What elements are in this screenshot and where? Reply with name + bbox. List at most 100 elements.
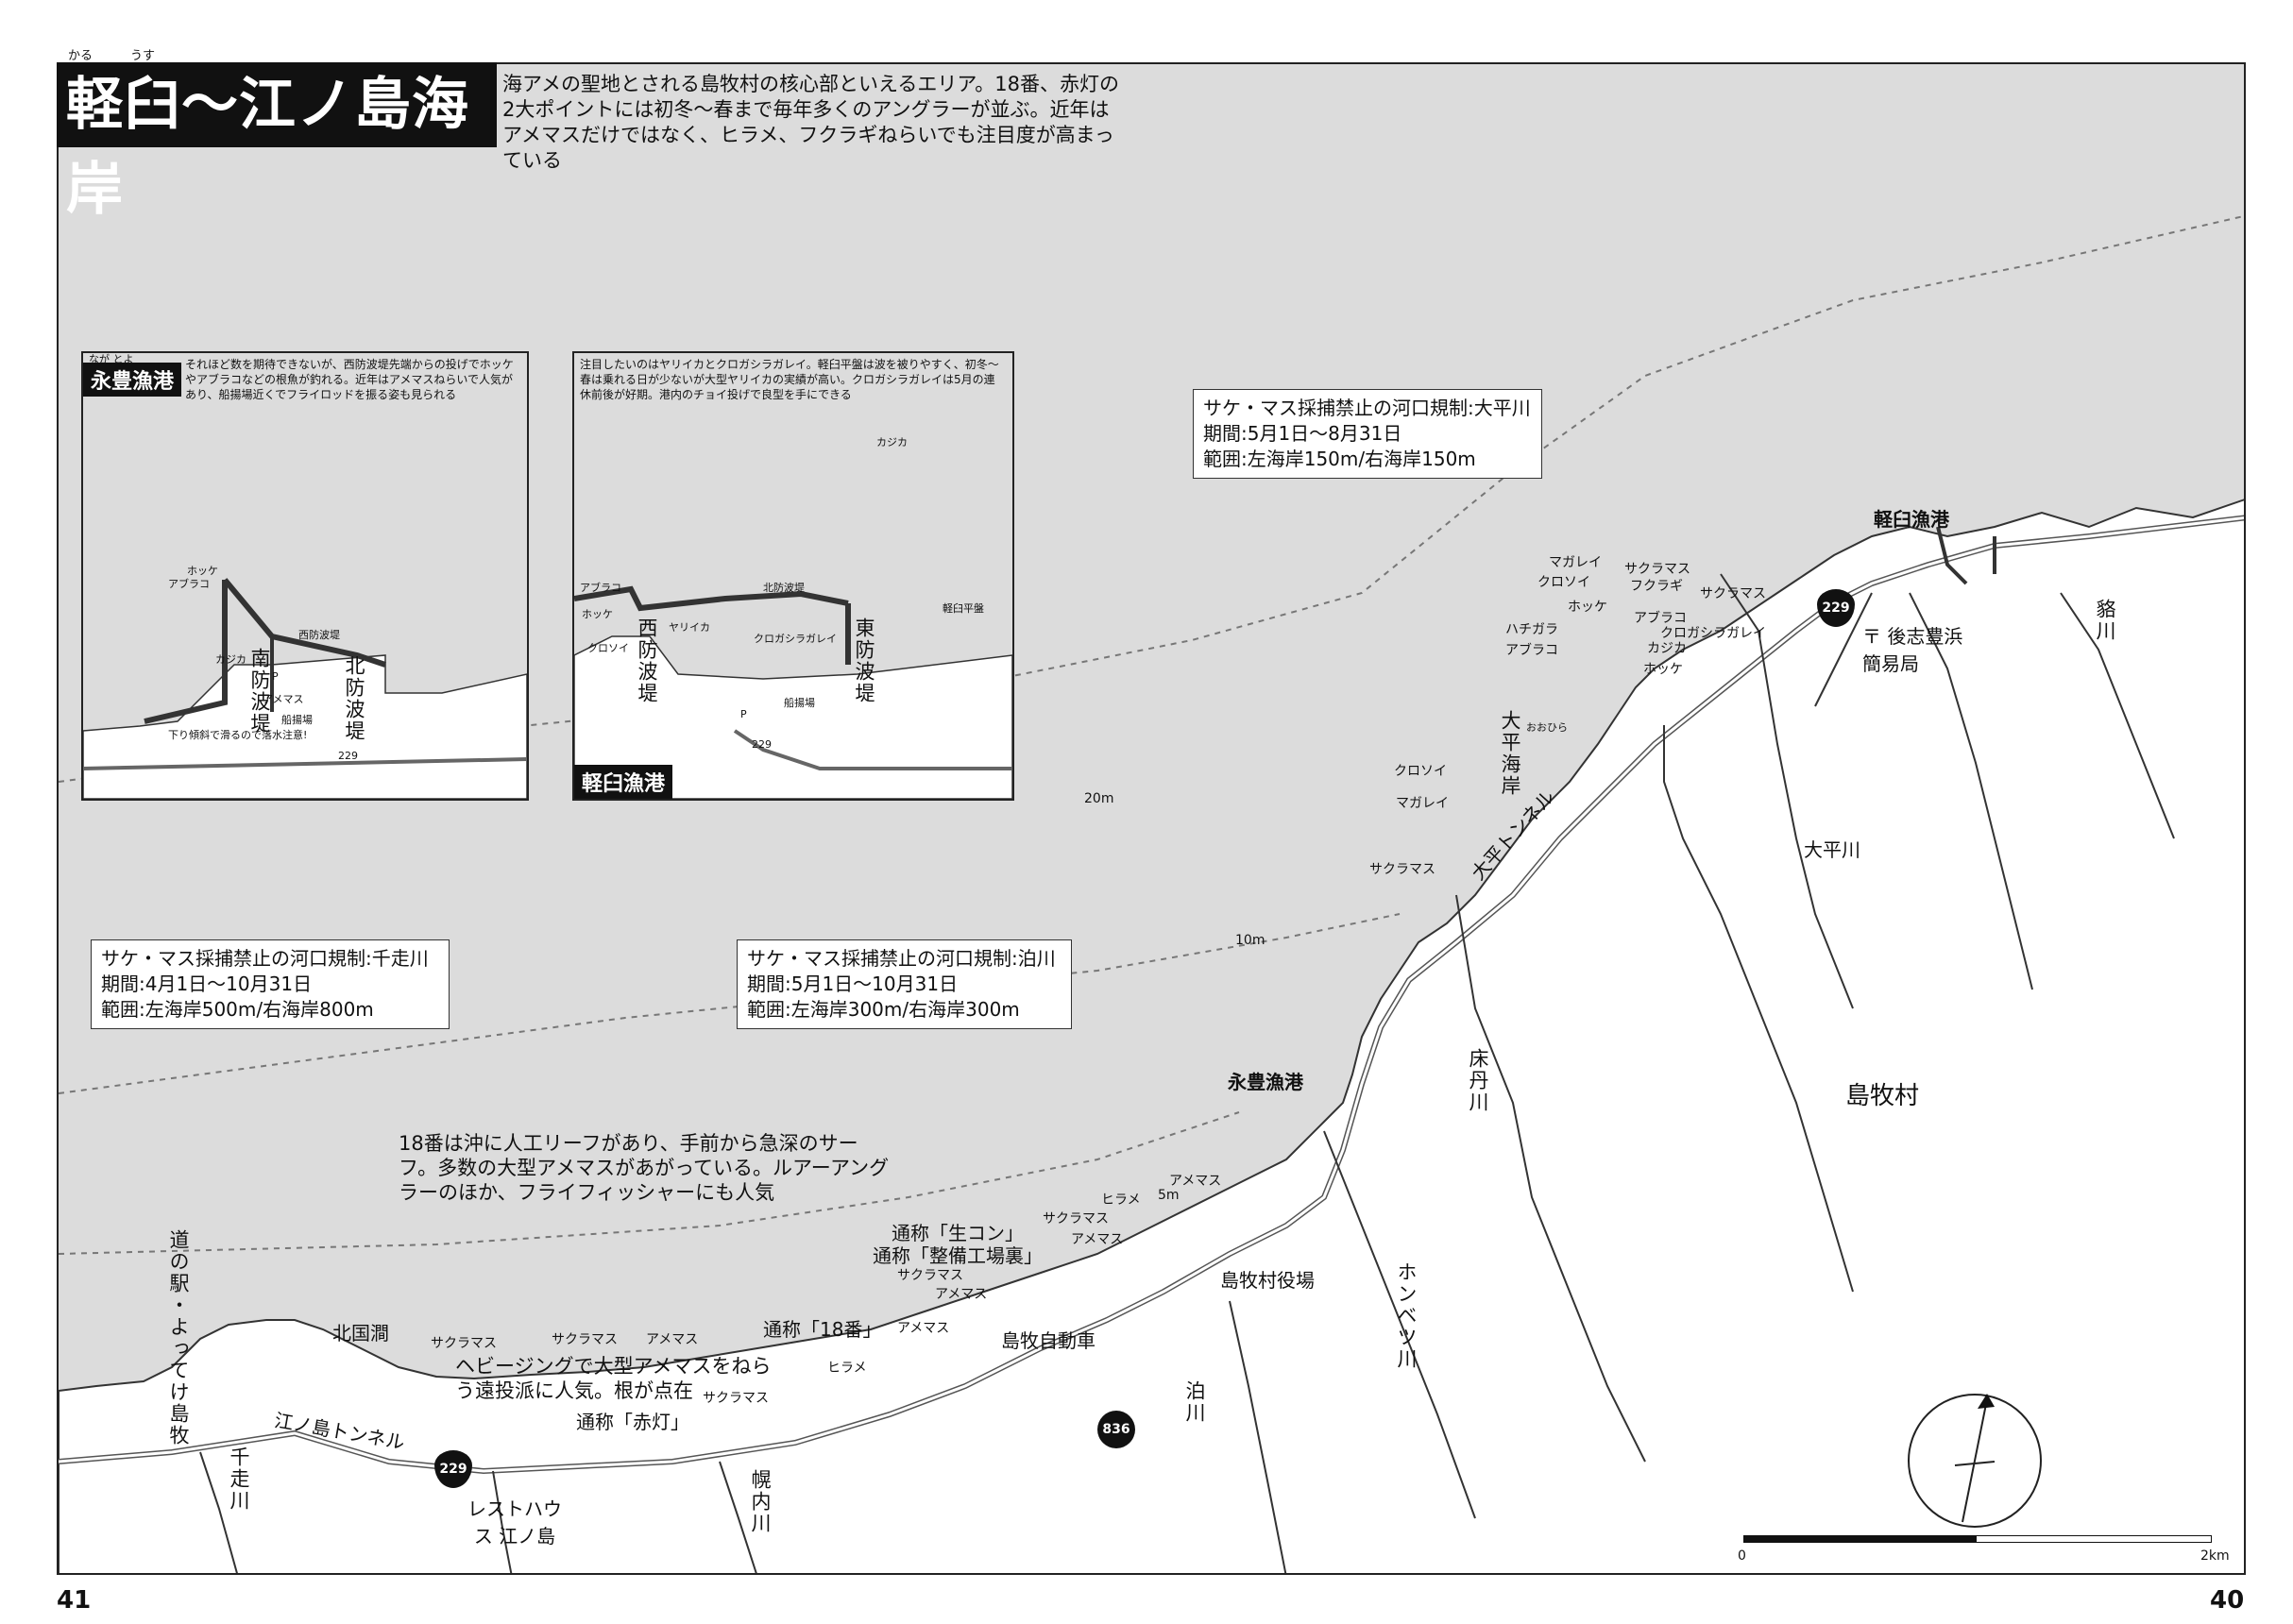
- nickname-seibi: 通称「整備工場裏」: [873, 1244, 1043, 1267]
- ohira-coast-ruby: おおひら: [1526, 721, 1568, 734]
- regulation-tomari-range: 範囲:左海岸300m/右海岸300m: [747, 998, 1020, 1021]
- fish-hokke-2: ホッケ: [1643, 662, 1683, 677]
- garage-label: 島牧自動車: [1001, 1329, 1096, 1352]
- inset-nagatoyo-caption: それほど数を期待できないが、西防波堤先端からの投げでホッケやアブラコなどの根魚が…: [185, 358, 514, 401]
- fish-sakuramasu-7: サクラマス: [552, 1332, 618, 1347]
- title-ruby-karu: かる: [68, 49, 93, 63]
- inset-nagatoyo-slip: 船揚場: [281, 714, 313, 726]
- inset-karuusu-yariika: ヤリイカ: [669, 621, 710, 634]
- karuusu-port-label: 軽臼漁港: [1874, 508, 1949, 531]
- fish-sakuramasu-6: サクラマス: [431, 1336, 497, 1351]
- fish-sakuramasu-4: サクラマス: [1043, 1211, 1109, 1226]
- inset-karuusu-flat: 軽臼平盤: [943, 602, 984, 615]
- inset-nagatoyo-north: 北防波堤: [343, 655, 365, 742]
- fish-hokke-1: ホッケ: [1568, 600, 1607, 615]
- chiwase-river-label: 千走川: [228, 1446, 250, 1512]
- resthouse-label: レストハウス 江ノ島: [467, 1497, 562, 1548]
- honbetsu-river-label: ホンベツ川: [1395, 1261, 1418, 1370]
- route-836-shield: 836: [1097, 1411, 1135, 1448]
- fish-amemasu-1: アメマス: [1169, 1174, 1222, 1189]
- inset-nagatoyo-kajika: カジカ: [215, 653, 246, 666]
- regulation-tomari-period: 期間:5月1日〜10月31日: [747, 973, 959, 995]
- scale-bar-black: [1743, 1535, 1976, 1543]
- inset-karuusu-east: 東防波堤: [853, 617, 875, 704]
- land: [59, 499, 2244, 1573]
- shimamaki-village-label: 島牧村: [1845, 1082, 1920, 1110]
- map-svg: [59, 64, 2244, 1573]
- note-akato: ヘビージングで大型アメマスをねらう遠投派に人気。根が点在: [455, 1355, 772, 1402]
- fish-kurogashira: クロガシラガレイ: [1660, 626, 1766, 641]
- fish-hirame-2: ヒラメ: [827, 1361, 867, 1376]
- fish-magarei-2: マガレイ: [1396, 796, 1449, 811]
- regulation-chitose: サケ・マス採捕禁止の河口規制:千走川 期間:4月1日〜10月31日 範囲:左海岸…: [91, 939, 450, 1029]
- regulation-tomari-title: サケ・マス採捕禁止の河口規制:泊川: [747, 947, 1056, 970]
- inset-karuusu-parking: P: [740, 708, 747, 720]
- depth-10m-label: 10m: [1235, 933, 1265, 948]
- inset-nagatoyo-south: 南防波堤: [248, 648, 271, 735]
- fish-sakuramasu-1: サクラマス: [1624, 562, 1690, 577]
- inset-nagatoyo-route: 229: [338, 750, 358, 762]
- inset-karuusu-kajika: カジカ: [876, 436, 908, 448]
- fish-kajika: カジカ: [1647, 641, 1687, 656]
- depth-20m-label: 20m: [1084, 791, 1114, 806]
- fish-sakuramasu-8: サクラマス: [703, 1391, 769, 1406]
- fish-sakuramasu-3: サクラマス: [1369, 862, 1435, 877]
- goshitoyohama-label: 〒 後志豊浜簡易局: [1862, 625, 1963, 675]
- inset-karuusu: 注目したいのはヤリイカとクロガシラガレイ。軽臼平盤は波を被りやすく、初冬〜春は乗…: [572, 351, 1014, 801]
- inset-karuusu-slip: 船揚場: [784, 697, 815, 709]
- fish-amemasu-2: アメマス: [1071, 1232, 1124, 1247]
- scale-zero: 0: [1738, 1548, 1746, 1564]
- fish-fukuragi: フクラギ: [1630, 579, 1683, 594]
- rakko-river-label: 貉川: [2094, 599, 2116, 642]
- inset-karuusu-hokke: ホッケ: [582, 608, 613, 620]
- michinoeki-label: 道の駅・よってけ島牧: [167, 1229, 190, 1446]
- fish-magarei-1: マガレイ: [1549, 555, 1602, 570]
- regulation-ohira-title: サケ・マス採捕禁止の河口規制:大平川: [1203, 397, 1531, 419]
- scale-two: 2km: [2200, 1548, 2230, 1564]
- ohira-river-label: 大平川: [1804, 838, 1860, 861]
- depth-20m-line: [59, 214, 2244, 783]
- regulation-chitose-range: 範囲:左海岸500m/右海岸800m: [101, 998, 374, 1021]
- inset-karuusu-west: 西防波堤: [636, 617, 658, 704]
- inset-karuusu-caption: 注目したいのはヤリイカとクロガシラガレイ。軽臼平盤は波を被りやすく、初冬〜春は乗…: [580, 358, 999, 401]
- horonai-river-label: 幌内川: [749, 1469, 772, 1534]
- depth-5m-line: [59, 1111, 1240, 1255]
- inset-nagatoyo-hokke: ホッケ: [187, 565, 218, 577]
- inset-karuusu-route: 229: [752, 738, 772, 751]
- regulation-ohira: サケ・マス採捕禁止の河口規制:大平川 期間:5月1日〜8月31日 範囲:左海岸1…: [1193, 389, 1542, 479]
- fish-amemasu-5: アメマス: [646, 1332, 699, 1347]
- note-18: 18番は沖に人工リーフがあり、手前から急深のサーフ。多数の大型アメマスがあがって…: [399, 1132, 890, 1204]
- inset-nagatoyo-ruby: なが とよ: [89, 353, 134, 365]
- inset-nagatoyo-title: 永豊漁港: [83, 363, 182, 397]
- rivers: [199, 573, 2175, 1573]
- intro-text: 海アメの聖地とされる島牧村の核心部といえるエリア。18番、赤灯の2大ポイントには…: [502, 73, 1119, 172]
- fish-sakuramasu-5: サクラマス: [897, 1268, 963, 1283]
- fish-kurosoi-1: クロソイ: [1537, 575, 1590, 590]
- depth-5m-label: 5m: [1158, 1188, 1180, 1203]
- inset-nagatoyo-abura: アブラコ: [168, 578, 210, 590]
- fish-amemasu-4: アメマス: [897, 1321, 950, 1336]
- regulation-ohira-period: 期間:5月1日〜8月31日: [1203, 422, 1402, 445]
- fish-sakuramasu-2: サクラマス: [1700, 586, 1766, 601]
- depth-10m-line: [59, 913, 1401, 1094]
- route-229-shield-west: 229: [434, 1450, 472, 1488]
- inset-karuusu-north: 北防波堤: [763, 582, 805, 594]
- fish-hirame-1: ヒラメ: [1101, 1193, 1141, 1208]
- tomari-river-label: 泊川: [1183, 1380, 1206, 1424]
- fish-aburako-1: アブラコ: [1634, 611, 1687, 626]
- fish-kurosoi-2: クロソイ: [1394, 764, 1447, 779]
- inset-karuusu-kurogashira: クロガシラガレイ: [754, 633, 837, 645]
- inset-nagatoyo-west: 西防波堤: [298, 629, 340, 641]
- regulation-chitose-title: サケ・マス採捕禁止の河口規制:千走川: [101, 947, 429, 970]
- fish-amemasu-3: アメマス: [935, 1287, 988, 1302]
- nickname-akato: 通称「赤灯」: [576, 1411, 689, 1433]
- inset-nagatoyo-warn: 下り傾斜で滑るので落水注意!: [168, 729, 308, 741]
- nickname-namakon: 通称「生コン」: [892, 1222, 1024, 1244]
- title-ruby-usu: うす: [130, 49, 156, 63]
- inset-nagatoyo: 永豊漁港 なが とよ それほど数を期待できないが、西防波堤先端からの投げでホッケ…: [81, 351, 529, 801]
- tokotan-river-label: 床丹川: [1467, 1048, 1489, 1113]
- map-frame: [57, 62, 2246, 1575]
- page-title: 軽臼〜江ノ島海岸: [57, 62, 497, 223]
- office-label: 島牧村役場: [1220, 1269, 1315, 1292]
- route-229-shield-east: 229: [1817, 589, 1855, 627]
